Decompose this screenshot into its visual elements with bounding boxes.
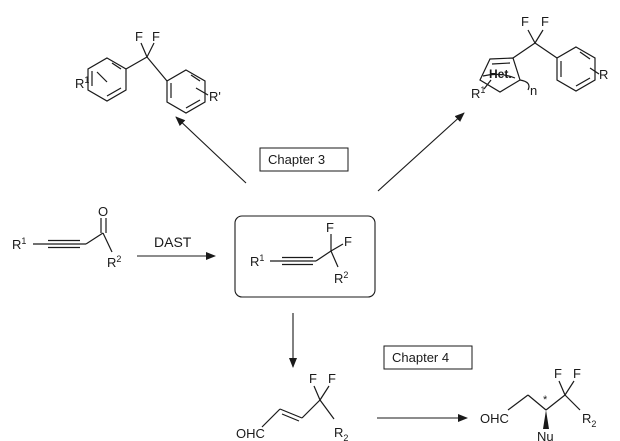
svg-text:R1: R1 — [471, 85, 485, 101]
svg-text:F: F — [135, 29, 143, 44]
difluoro-diarylmethane: F F R1 R' — [75, 29, 221, 114]
wedge-bond — [543, 410, 549, 429]
svg-text:n: n — [530, 83, 537, 98]
svg-text:R2: R2 — [334, 270, 348, 286]
svg-text:OHC: OHC — [480, 411, 509, 426]
reagent-label: DAST — [154, 234, 192, 250]
svg-text:R2: R2 — [582, 411, 596, 429]
svg-text:F: F — [573, 366, 581, 381]
svg-text:Nu: Nu — [537, 429, 554, 441]
svg-text:F: F — [309, 371, 317, 386]
svg-text:F: F — [521, 14, 529, 29]
stereocenter-star: * — [543, 394, 548, 406]
svg-text:F: F — [326, 220, 334, 235]
arrow-to-heteroaryl — [377, 112, 465, 192]
svg-text:F: F — [554, 366, 562, 381]
nucleophile-adduct: OHC * Nu F F R2 — [480, 366, 596, 441]
heterocycle-label: Het. — [489, 67, 512, 81]
ynone-starting-material: R1 O R2 — [12, 204, 121, 270]
svg-text:F: F — [344, 234, 352, 249]
chapter-3-label: Chapter 3 — [268, 152, 325, 167]
svg-text:R2: R2 — [334, 425, 348, 441]
svg-text:R2: R2 — [107, 254, 121, 270]
chapter-4-label: Chapter 4 — [392, 350, 449, 365]
svg-text:R': R' — [209, 89, 221, 104]
arrow-to-diarylmethane — [175, 116, 247, 184]
chapter-4-box — [383, 345, 473, 370]
oxygen-label: O — [98, 204, 108, 219]
gem-difluoro-alkyne: R1 F F R2 — [250, 220, 352, 286]
svg-text:F: F — [541, 14, 549, 29]
svg-text:R1: R1 — [12, 236, 26, 252]
svg-text:R: R — [599, 67, 608, 82]
svg-text:F: F — [328, 371, 336, 386]
svg-text:OHC: OHC — [236, 426, 265, 441]
svg-text:R1: R1 — [75, 75, 89, 91]
difluoro-heteroaryl-arylmethane: Het. n F F R1 R — [471, 14, 608, 101]
svg-text:R1: R1 — [250, 253, 264, 269]
chapter-3-box — [259, 147, 349, 172]
svg-text:F: F — [152, 29, 160, 44]
difluoro-enal: OHC F F R2 — [236, 371, 348, 441]
central-product-box — [234, 215, 376, 298]
